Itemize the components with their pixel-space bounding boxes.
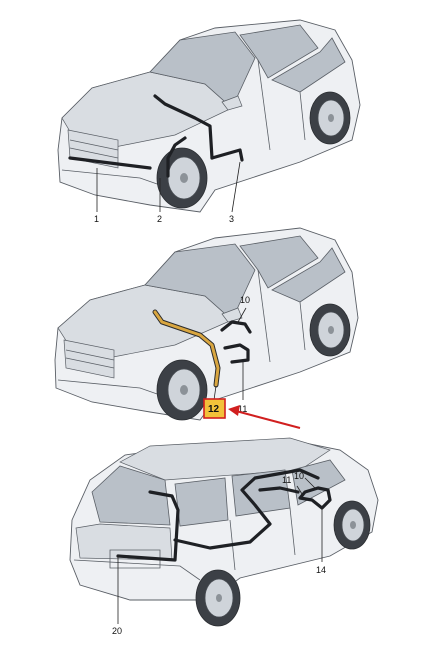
vehicle-view-front-middle	[54, 227, 359, 421]
hose-part-20	[116, 490, 180, 562]
hose-part-2	[153, 94, 214, 160]
callout-11-bottom: 11	[282, 475, 291, 485]
hose-part-11	[223, 343, 250, 364]
callout-10-middle: 10	[240, 295, 250, 305]
vehicle-view-rear-bottom	[69, 437, 379, 627]
callout-1: 1	[94, 214, 99, 224]
red-arrow-icon	[228, 405, 301, 429]
hose-part-12-highlighted	[153, 310, 220, 387]
callout-14: 14	[316, 565, 326, 575]
callout-11-middle: 11	[238, 404, 247, 414]
vehicle-view-front-top	[57, 19, 361, 213]
hose-part-14	[298, 486, 332, 510]
highlight-box	[203, 398, 226, 419]
callout-2: 2	[157, 214, 162, 224]
callout-20: 20	[112, 626, 122, 636]
hose-part-rear-roof	[173, 468, 320, 550]
hose-part-10	[220, 320, 252, 334]
hose-part-3	[166, 136, 187, 178]
hose-part-1	[68, 156, 152, 170]
callout-12-highlight[interactable]: 12	[203, 398, 226, 419]
callout-12: 12	[208, 404, 220, 415]
callout-3: 3	[229, 214, 234, 224]
callout-10-bottom: 10	[294, 471, 304, 481]
